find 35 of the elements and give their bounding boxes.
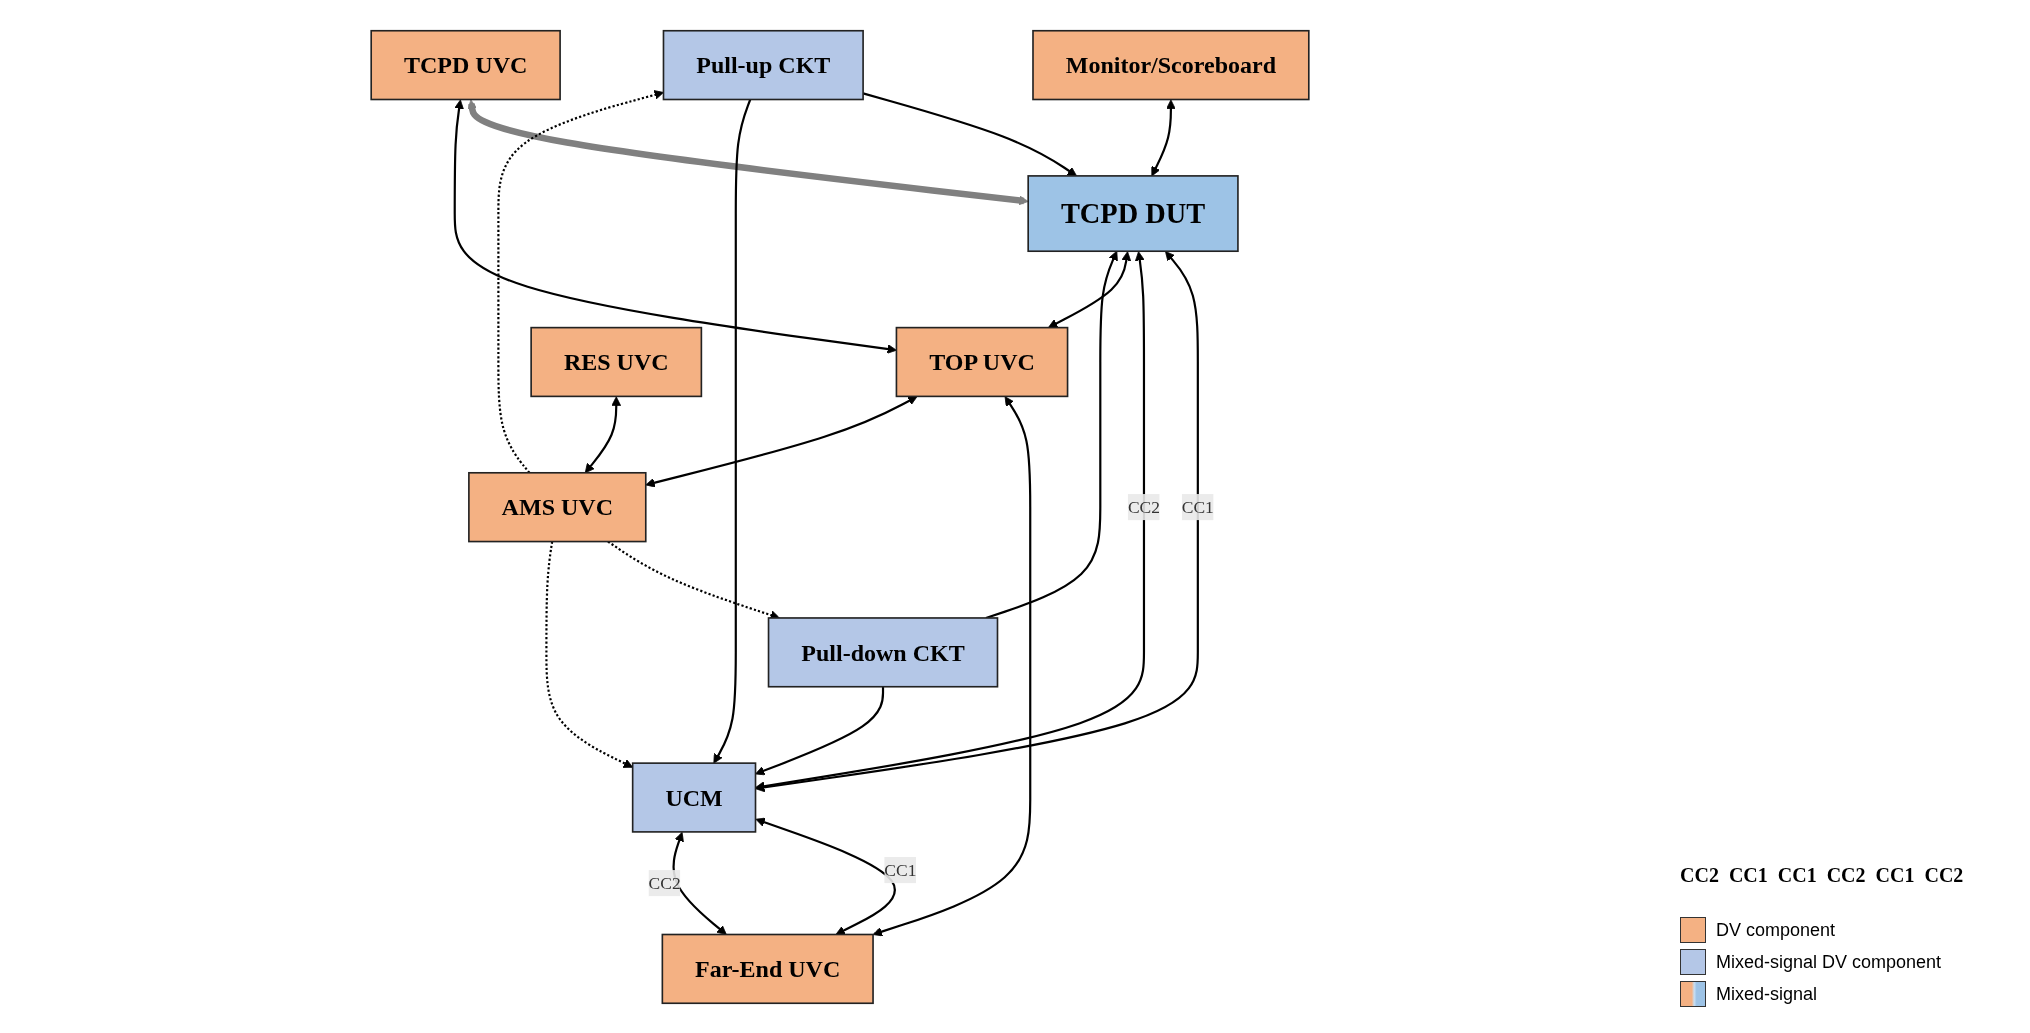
arrow <box>755 817 896 935</box>
node-box: RES UVC <box>530 326 703 397</box>
legend-label: Mixed-signal DV component <box>1716 951 1942 973</box>
node-box: AMS UVC <box>468 471 647 542</box>
edge-label: CC1 <box>1181 496 1214 516</box>
arrow <box>467 99 1029 205</box>
arrow <box>645 395 918 487</box>
signal-label: CC1 <box>1777 864 1817 887</box>
signal-label: CC1 <box>1728 864 1768 887</box>
signal-label: CC2 <box>1924 864 1964 887</box>
node-box: Monitor/Scoreboard <box>1032 29 1310 100</box>
arrow <box>1151 99 1176 176</box>
legend-label: Mixed-signal <box>1716 983 1818 1005</box>
node-box: TCPD DUT <box>1027 174 1239 252</box>
edge-label: CC2 <box>1127 496 1160 516</box>
node-box: TOP UVC <box>895 326 1069 397</box>
legend-label: DV component <box>1716 919 1836 941</box>
arrow <box>497 89 664 473</box>
signal-label: CC2 <box>1680 864 1719 887</box>
signal-label: CC1 <box>1875 864 1915 887</box>
node-box: Far-End UVC <box>661 933 874 1004</box>
edge-label: CC2 <box>648 872 681 892</box>
arrow <box>755 686 885 775</box>
node-box: Pull-down CKT <box>767 616 999 688</box>
node-box: TCPD UVC <box>370 29 561 100</box>
arrow <box>985 250 1118 619</box>
arrow <box>872 395 1032 936</box>
node-box: UCM <box>631 761 757 833</box>
arrow <box>713 98 752 764</box>
node-box: Pull-up CKT <box>662 29 864 100</box>
signal-label: CC2 <box>1826 864 1866 887</box>
arrow <box>453 99 897 354</box>
arrow <box>1047 250 1132 328</box>
arrow <box>584 395 622 473</box>
edge-label: CC1 <box>884 859 917 879</box>
